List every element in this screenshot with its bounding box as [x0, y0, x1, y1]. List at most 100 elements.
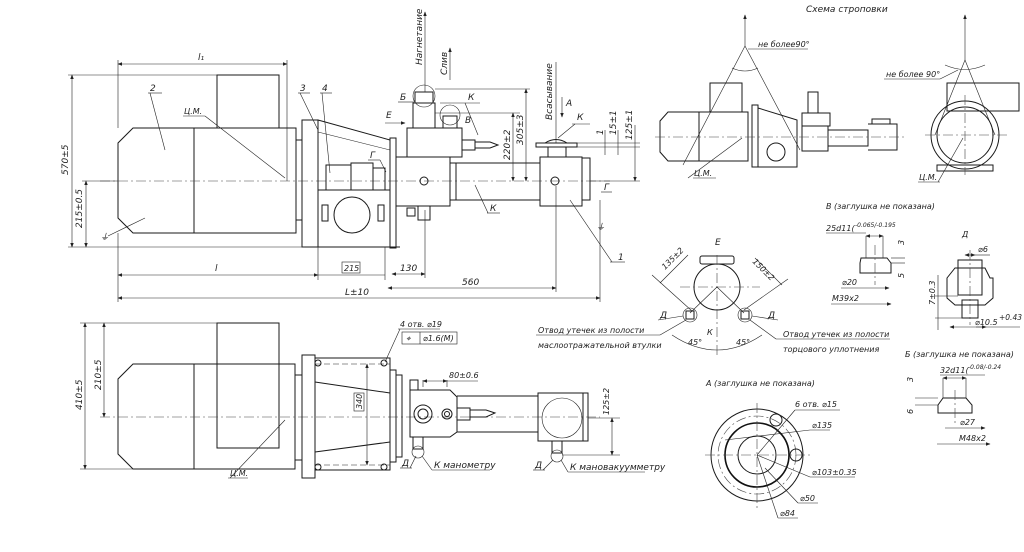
flow-labels: Нагнетание Слив Всасывание А Е	[385, 8, 572, 143]
dim-L: L±10	[345, 288, 369, 298]
view-v-phi20: ⌀20	[842, 278, 857, 287]
view-a-title: А (заглушка не показана)	[705, 379, 815, 388]
cm-label-sling: Ц.М.	[694, 169, 712, 178]
position-4: 4	[322, 84, 328, 94]
mark-k-tube: К	[490, 204, 497, 214]
dim-125: 125±1	[625, 110, 635, 140]
view-a-holes: 6 отв. ⌀15	[795, 400, 837, 409]
view-a-mark: А	[565, 99, 572, 109]
discharge-label: Нагнетание	[415, 8, 425, 65]
dim-l: l	[215, 264, 218, 274]
dim-210: 210±5	[94, 359, 104, 390]
mark-k-e: К	[707, 328, 713, 337]
mark-d-right: Д	[534, 461, 542, 471]
view-v-fit: 25d11(	[826, 224, 855, 233]
view-b-fit: 32d11(	[940, 366, 969, 375]
view-e-mark: Е	[386, 111, 392, 121]
mark-g-left: Г	[370, 151, 376, 161]
mark-v: В	[465, 116, 471, 126]
dim-215-box: 215	[344, 264, 359, 273]
dim-215-height: 215±0.5	[75, 189, 85, 228]
leak2-line2: торцового уплотнения	[783, 345, 879, 354]
view-d-tol: +0.43	[999, 313, 1022, 322]
position-tolerance-symbol: ⌖	[406, 334, 412, 343]
slinging-scheme: Схема строповки не более90° Ц.М. не боле…	[655, 5, 1020, 183]
cm-label-plan: Ц.М.	[230, 469, 248, 478]
bracket-front	[301, 119, 400, 249]
to-manometer-label: К манометру	[434, 461, 496, 471]
view-b-plug-seat: Б (заглушка не показана) 32d11( -0.08/-0…	[905, 350, 1014, 446]
dim-125-plan: 125±2	[602, 388, 611, 415]
view-a-phi135: ⌀135	[812, 421, 832, 430]
motor-front	[117, 74, 303, 234]
leak1-line2: маслоотражательной втулки	[538, 341, 662, 350]
view-d-fitting: Д ⌀6 7±0.3 ⌀10.5 +0.43	[928, 230, 1022, 330]
ground-symbol: ⏚	[100, 232, 109, 243]
suction-label: Всасывание	[545, 63, 555, 120]
view-v-plug-seat: В (заглушка не показана) 25d11( -0.065/-…	[826, 202, 935, 306]
position-3: 3	[300, 84, 306, 94]
view-b-thread: M48x2	[959, 434, 986, 443]
dim-135-e: 135±2	[660, 246, 686, 272]
drain-label: Слив	[440, 52, 450, 75]
position-1: 1	[618, 253, 624, 263]
dim-570: 570±5	[61, 144, 71, 175]
plan-dimensions: 410±5 210±5 Ц.М. 4 отв. ⌀19 ⌖ ⌀1.6(M) 80…	[75, 320, 666, 479]
view-b-title: Б (заглушка не показана)	[905, 350, 1014, 359]
dim-560: 560	[462, 278, 479, 288]
view-v-d5: 5	[897, 273, 906, 278]
view-b-d6: 6	[906, 409, 915, 414]
position-2: 2	[150, 84, 156, 94]
slinging-title: Схема строповки	[806, 5, 888, 15]
ground-symbol-pump: ⏚	[596, 222, 605, 233]
dim-130: 130	[400, 264, 417, 274]
angle-45-right: 45°	[736, 338, 750, 347]
view-d-title: Д	[961, 230, 968, 239]
view-a-phi103: ⌀103±0.35	[812, 468, 857, 477]
dim-15: 15±1	[609, 110, 619, 135]
view-v-d3: 3	[897, 240, 906, 245]
view-a-phi50: ⌀50	[800, 494, 815, 503]
dim-340-box: 340	[355, 394, 364, 409]
cm-label-end: Ц.М.	[919, 173, 937, 182]
view-b-phi27: ⌀27	[960, 418, 976, 427]
mark-g-right: Г	[604, 183, 610, 193]
view-v-title: В (заглушка не показана)	[826, 202, 935, 211]
position-tolerance-value: ⌀1.6(M)	[423, 334, 454, 343]
leak1-line1: Отвод утечек из полости	[538, 326, 644, 335]
view-d-phi105: ⌀10.5	[975, 318, 998, 327]
leak2-line1: Отвод утечек из полости	[783, 330, 889, 339]
holes-label: 4 отв. ⌀19	[400, 320, 442, 329]
sling-angle-2: не более 90°	[886, 70, 940, 79]
angle-45-left: 45°	[688, 338, 702, 347]
front-dimensions: l₁ 570±5 215±0.5 ⏚ l 215 130 560	[61, 53, 640, 302]
dim-305: 305±3	[516, 114, 526, 145]
dim-l1: l₁	[198, 53, 205, 63]
to-manovac-label: К мановакуумметру	[570, 463, 666, 473]
dim-1: 1	[596, 129, 606, 135]
dim-80: 80±0.6	[449, 371, 479, 380]
pump-front	[395, 84, 591, 221]
mark-k-top: К	[468, 93, 475, 103]
view-v-thread: M39x2	[832, 294, 859, 303]
dim-220: 220±2	[503, 129, 513, 160]
view-b-tol: -0.08/-0.24	[968, 364, 1001, 371]
mark-d-e-left: Д	[659, 311, 667, 321]
mark-k-suction: К	[577, 113, 584, 123]
cm-label: Ц.М.	[184, 107, 202, 116]
view-d-phi6: ⌀6	[978, 245, 988, 254]
sling-angle-1: не более90°	[758, 40, 810, 49]
plan-view: 340 410±5 210±5 Ц.М. 4 отв. ⌀19 ⌖ ⌀1.6(M…	[75, 320, 666, 479]
dim-150-e: 150±2	[751, 257, 777, 283]
view-a-flange: А (заглушка не показана) 6 отв. ⌀15 ⌀135…	[705, 379, 857, 519]
view-d-h7: 7±0.3	[928, 280, 937, 305]
view-b-d3: 3	[906, 377, 915, 382]
mark-d-left: Д	[401, 459, 409, 469]
front-view: l₁ 570±5 215±0.5 ⏚ l 215 130 560	[61, 8, 640, 302]
dim-410: 410±5	[75, 379, 85, 410]
mark-d-e-right: Д	[767, 311, 775, 321]
view-a-phi84: ⌀84	[780, 509, 795, 518]
mark-b: Б	[400, 93, 406, 103]
view-e-title: Е	[715, 238, 721, 248]
